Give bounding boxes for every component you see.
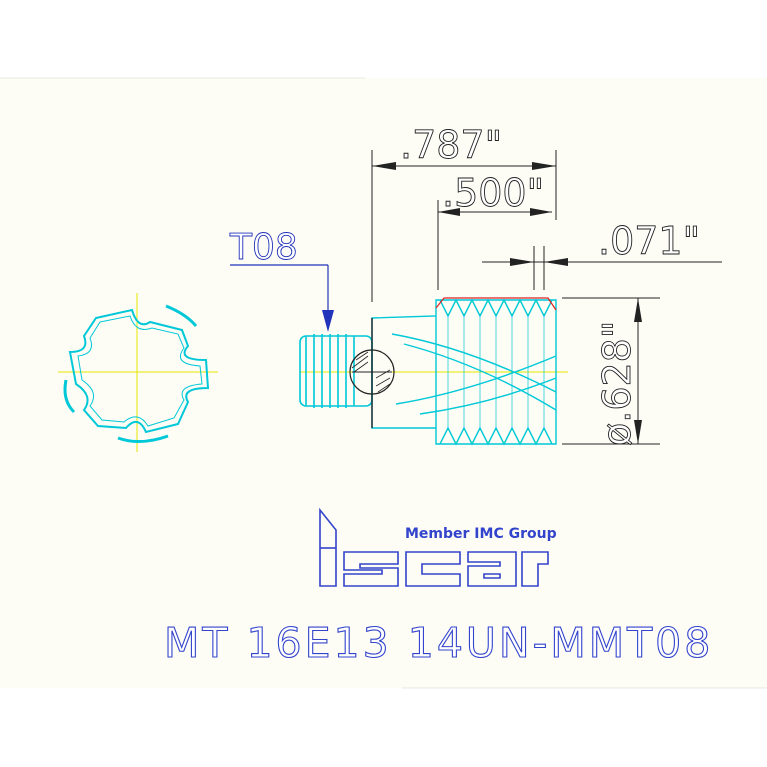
side-view [299,297,568,446]
drawing-sheet [0,78,767,688]
tool-tag: T08 [229,227,298,268]
dimension-thread-label: .500" [442,171,544,215]
brand-logo: Member IMC Group [319,507,557,587]
brand-tagline: Member IMC Group [405,526,557,542]
tool-body [371,298,557,446]
dimension-offset: .071" [482,219,722,290]
part-number: MT 16E13 14UN-MMT08 [164,619,713,667]
tool-tag-callout: T08 [229,227,334,332]
end-view [58,293,218,452]
tool-tag-arrow [322,310,334,332]
dimension-overall: .787" [371,123,557,302]
shank-thread [299,334,373,408]
dimension-diameter-label: ø.628" [595,321,639,446]
dimension-overall-label: .787" [400,123,502,167]
dimension-offset-label: .071" [598,219,700,263]
thread-profile-outline [435,297,557,311]
section-mark [349,349,395,395]
end-view-inner-profile [77,315,203,427]
dimension-thread: .500" [437,171,552,290]
end-view-flute-left [63,379,76,414]
end-view-flute-top [165,304,198,327]
end-view-flute-bottom [117,434,169,443]
dimension-diameter: ø.628" [562,297,660,446]
end-view-profile [68,308,210,434]
